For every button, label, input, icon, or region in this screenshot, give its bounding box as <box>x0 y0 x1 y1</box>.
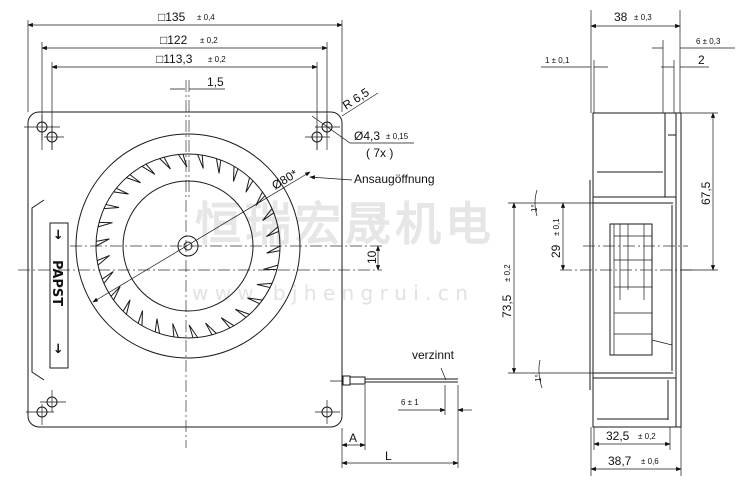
side-dim-73-5: 73,5 <box>500 294 514 318</box>
blade <box>154 318 161 334</box>
dim-122-tol: ± 0,2 <box>200 36 218 45</box>
side-dim-32-5: 32,5 <box>606 429 630 443</box>
blade <box>137 310 144 326</box>
side-view: 38 ± 0,3 6 ± 0,3 2 1 ± 0,1 67,5 29 ± 0,1… <box>500 10 735 476</box>
dim-1-5: 1,5 <box>207 75 224 89</box>
impeller-side <box>609 223 653 356</box>
angle-bottom: 1° <box>534 374 543 382</box>
blade <box>263 264 279 271</box>
side-dim-38-7-tol: ± 0,6 <box>641 457 659 466</box>
side-dim-1: 1 ± 0,1 <box>545 56 570 65</box>
hole-diameter-tol: ± 0,15 <box>386 132 409 141</box>
dim-135-tol: ± 0,4 <box>197 13 215 22</box>
brand-name: PAPST <box>49 260 64 306</box>
blade <box>97 221 113 228</box>
arrow-icon: → <box>50 343 65 354</box>
side-dim-38-7: 38,7 <box>608 454 632 468</box>
side-dim-2: 2 <box>698 53 705 67</box>
side-dim-6: 6 ± 0,3 <box>696 37 721 46</box>
side-dim-38: 38 <box>614 10 628 24</box>
corner-radius: R 6,5 <box>340 85 372 113</box>
blade <box>188 324 199 339</box>
blade <box>101 271 114 284</box>
side-dim-38-tol: ± 0,3 <box>634 13 652 22</box>
dim-135: □135 <box>158 10 186 24</box>
blade <box>215 158 222 174</box>
dim-l: L <box>385 449 392 463</box>
blade <box>95 238 110 247</box>
watermark-company: 恒瑞宏晟机电 <box>195 197 495 251</box>
front-view: □135 ± 0,4 □122 ± 0,2 □113,3 ± 0,2 1,5 1… <box>18 10 472 468</box>
blade <box>172 323 179 338</box>
blade <box>177 153 188 168</box>
fan-plate <box>27 111 343 428</box>
blade <box>205 322 217 336</box>
label-bracket <box>31 199 45 381</box>
side-dim-29: 29 <box>549 244 563 258</box>
cable: verzinnt 6 ± 1 A L <box>330 348 472 468</box>
side-dim-73-5-tol: ± 0,2 <box>503 264 512 282</box>
blade <box>235 308 250 318</box>
blade <box>220 317 235 329</box>
inlet-label: Ansaugöffnung <box>354 172 435 186</box>
blade <box>159 156 171 170</box>
tinned-label: verzinnt <box>412 348 455 362</box>
blade <box>197 154 204 169</box>
inlet-diameter: Ø80* <box>269 166 300 192</box>
dim-122: □122 <box>160 33 188 47</box>
blade <box>96 254 110 266</box>
side-dim-29-tol: ± 0,1 <box>552 218 561 236</box>
dim-113-tol: ± 0,2 <box>208 55 226 64</box>
hole-count: ( 7x ) <box>366 146 393 160</box>
offset-10: 10 <box>365 250 379 264</box>
side-dim-67-5: 67,5 <box>699 181 713 205</box>
dim-a: A <box>349 431 357 445</box>
brand-label <box>49 222 69 369</box>
hole-diameter: Ø4,3 <box>354 129 380 143</box>
side-dim-32-5-tol: ± 0,2 <box>638 432 656 441</box>
blade <box>103 203 120 210</box>
angle-top: 1° <box>530 204 539 212</box>
arrow-icon: → <box>50 229 65 240</box>
strip-length: 6 ± 1 <box>401 398 419 407</box>
dim-113: □113,3 <box>156 52 193 66</box>
